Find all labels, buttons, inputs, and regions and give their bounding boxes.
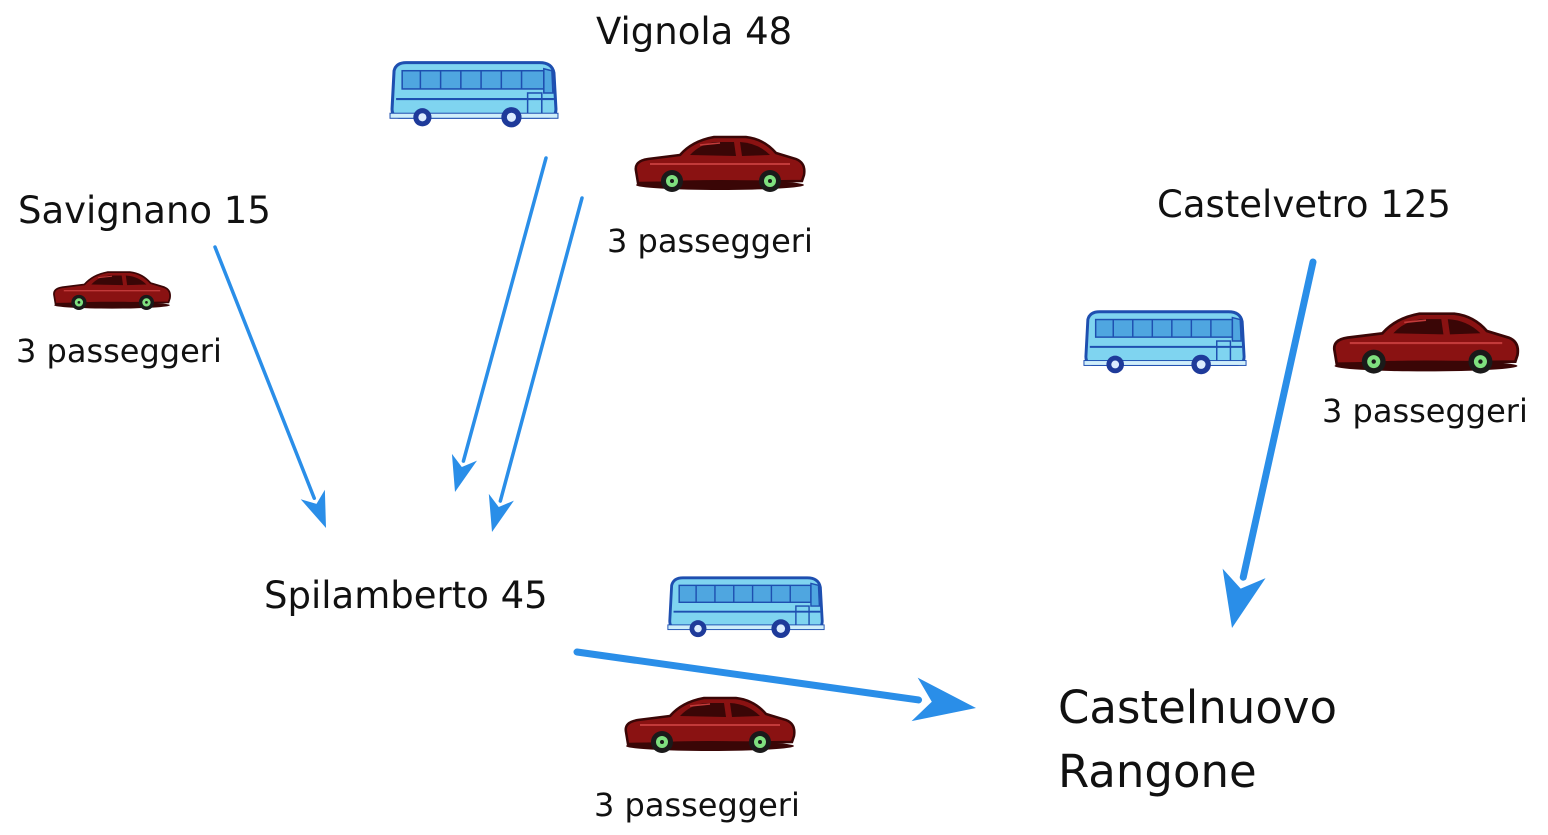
town-label-vignola: Vignola 48 — [596, 10, 793, 53]
icons-layer — [53, 61, 1520, 755]
arrow-savignano-to-spilamberto-head — [300, 489, 326, 528]
car-icon-castelvetro — [1332, 312, 1520, 375]
bus-icon-vignola — [388, 61, 560, 129]
arrow-castelvetro-to-castelnuovo — [1222, 258, 1317, 628]
car-icon-savignano — [53, 271, 172, 311]
bus-icon-castelvetro — [1082, 310, 1248, 376]
arrow-castelvetro-to-castelnuovo-shaft — [1239, 258, 1317, 581]
arrow-castelvetro-to-castelnuovo-head — [1222, 568, 1266, 628]
arrow-vignola-car-to-spilamberto-shaft — [498, 196, 584, 503]
car-icon-vignola — [634, 135, 806, 194]
destination-label: Castelnuovo Rangone — [1058, 676, 1337, 804]
car-icon-spilamberto — [624, 696, 796, 755]
passengers-label-spilamberto: 3 passeggeri — [594, 786, 800, 824]
arrow-vignola-bus-to-spilamberto-shaft — [461, 156, 548, 463]
arrow-spilamberto-to-castelnuovo-shaft — [573, 648, 923, 704]
arrow-spilamberto-to-castelnuovo-head — [911, 677, 976, 722]
destination-line-2: Rangone — [1058, 744, 1257, 798]
arrow-vignola-bus-to-spilamberto-head — [451, 453, 478, 492]
town-label-spilamberto: Spilamberto 45 — [264, 574, 548, 617]
arrow-savignano-to-spilamberto-shaft — [213, 245, 316, 500]
arrow-savignano-to-spilamberto — [213, 245, 326, 528]
passengers-label-savignano: 3 passeggeri — [16, 332, 222, 370]
passengers-label-castelvetro: 3 passeggeri — [1322, 392, 1528, 430]
arrow-vignola-bus-to-spilamberto — [451, 156, 548, 492]
town-label-castelvetro: Castelvetro 125 — [1157, 183, 1451, 226]
arrow-vignola-car-to-spilamberto — [488, 196, 584, 532]
bus-icon-spilamberto — [666, 576, 826, 640]
arrow-spilamberto-to-castelnuovo — [573, 648, 976, 722]
arrow-vignola-car-to-spilamberto-head — [488, 493, 514, 532]
town-label-savignano: Savignano 15 — [18, 189, 271, 232]
passengers-label-vignola: 3 passeggeri — [607, 222, 813, 260]
arrows-layer — [213, 156, 1317, 722]
destination-line-1: Castelnuovo — [1058, 681, 1338, 734]
